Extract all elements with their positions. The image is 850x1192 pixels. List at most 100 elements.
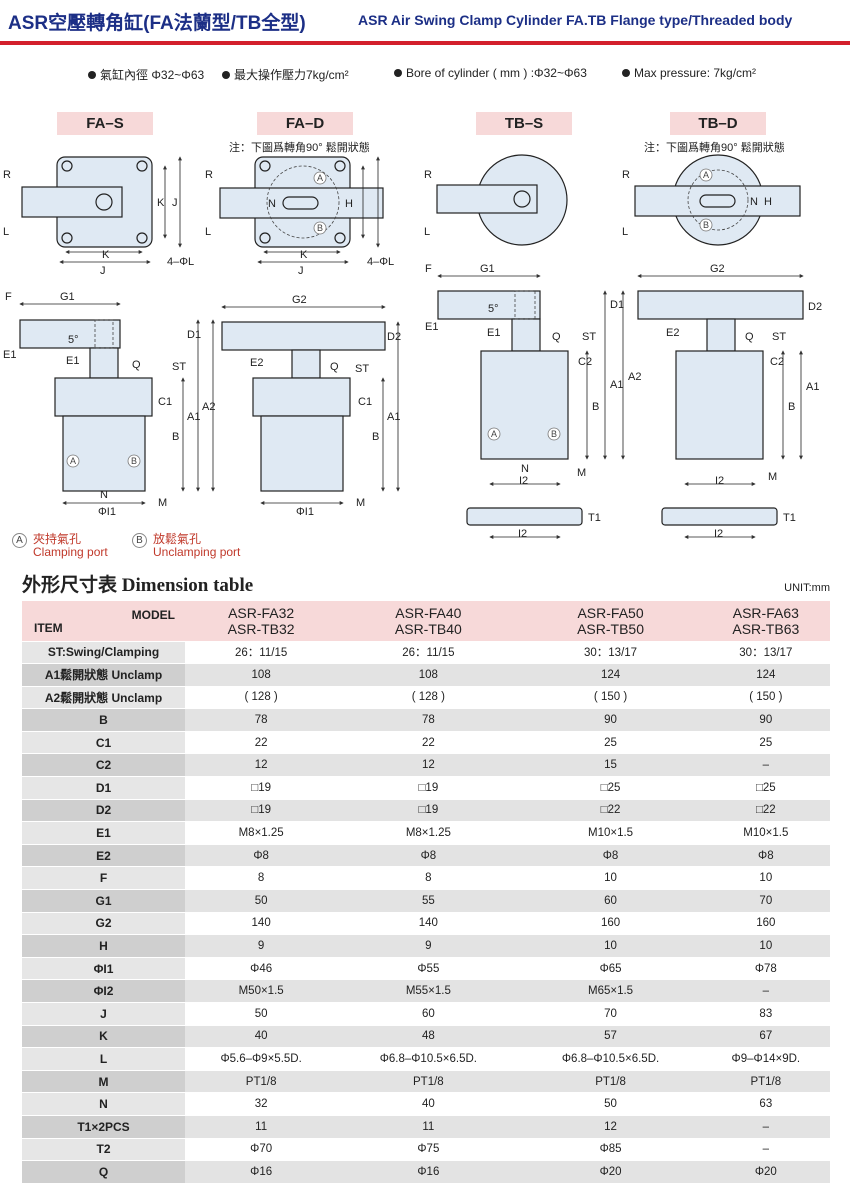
row-item-label: E2 [22,844,185,868]
table-cell: 50 [185,889,338,913]
dim-k-fa-d: K [300,249,308,261]
table-cell: 160 [701,912,830,936]
view-label-fa-d: FA–D [257,112,353,135]
table-row: D2□19□19□22□22 [22,799,830,823]
row-item-label: H [22,934,185,958]
dim-m-fa-s: M [158,497,167,509]
dim-a2-tb-s: A2 [628,371,641,383]
table-cell: 8 [337,866,520,891]
title-english: ASR Air Swing Clamp Cylinder FA.TB Flang… [358,12,793,28]
table-cell: 60 [337,1002,520,1026]
table-cell: 11 [185,1115,338,1139]
view-label-fa-s: FA–S [57,112,153,135]
row-item-label: T2 [22,1138,185,1162]
table-cell: 57 [519,1025,702,1049]
table-cell: 108 [185,663,338,687]
unclamping-port-en: Unclamping port [153,545,241,559]
model-header: MODEL [131,608,175,622]
spec-pressure-en: Max pressure: 7kg/cm² [622,66,756,80]
dim-g2-tb-d: G2 [710,263,725,275]
dim-t1-tb-d: T1 [783,512,796,524]
table-cell: 124 [519,663,702,687]
table-cell: 10 [519,866,702,891]
fa-s-side-arm [19,319,121,349]
table-cell: PT1/8 [337,1070,520,1094]
tb-d-side-arm [637,290,804,320]
port-a-tb-s: A [491,429,497,439]
row-item-label: T1×2PCS [22,1115,185,1139]
row-item-label: F [22,866,185,891]
dim-h-tb-d: H [764,196,772,208]
row-item-label: Q [22,1160,185,1184]
table-cell: M10×1.5 [519,821,702,845]
dim-r-fa-s: R [3,169,11,181]
table-cell: M10×1.5 [701,821,830,845]
row-item-label: M [22,1070,185,1094]
table-cell: 83 [701,1002,830,1026]
table-cell: M8×1.25 [337,821,520,845]
dim-n-fa-d: N [268,198,276,210]
dim-k-fa-s: K [102,249,110,261]
table-cell: – [701,1115,830,1139]
port-b-fa-d: B [317,223,323,233]
table-cell: 67 [701,1025,830,1049]
bullet-icon [222,71,230,79]
row-item-label: C1 [22,731,185,755]
table-cell: Φ9–Φ14×9D. [701,1047,830,1071]
header-rule [0,41,850,45]
table-cell: 30：13/17 [701,641,830,665]
dim-c1-fa-d: C1 [358,396,372,408]
table-cell: ( 150 ) [701,686,830,710]
table-cell: 12 [185,753,338,778]
bullet-icon [394,69,402,77]
table-cell: 70 [701,889,830,913]
dim-f-tb-s: F [425,263,432,275]
table-cell: Φ55 [337,957,520,981]
table-cell: PT1/8 [185,1070,338,1094]
row-item-label: B [22,708,185,732]
dim-a1-fa-d: A1 [387,411,400,423]
dim-b-fa-s: B [172,431,179,443]
row-item-label: L [22,1047,185,1071]
table-cell: Φ78 [701,957,830,981]
dim-j-fa-s: J [100,265,106,277]
table-cell: 40 [337,1092,520,1116]
port-b-tb-s: B [551,429,557,439]
dim-h-fa-d: H [345,198,353,210]
dim-i2-a-tb-d: I2 [715,475,724,487]
table-cell: Φ6.8–Φ10.5×6.5D. [337,1047,520,1071]
table-cell: □25 [519,776,702,800]
page-header: ASR空壓轉角缸(FA法蘭型/TB全型) ASR Air Swing Clamp… [0,0,850,46]
dim-d1-tb-s: D1 [610,299,624,311]
dim-n-tb-s: N [521,463,529,475]
port-a-tb-d: A [703,170,709,180]
table-cell: Φ8 [701,844,830,868]
table-cell: 11 [337,1115,520,1139]
row-item-label: N [22,1092,185,1116]
dim-st-tb-d: ST [772,331,786,343]
dim-a1-tb-d: A1 [806,381,819,393]
table-cell: Φ16 [337,1160,520,1184]
tb-d-side-body [675,350,764,460]
clamping-port-cn: 夾持氣孔 [33,532,82,546]
table-cell: Φ8 [185,844,338,868]
table-cell: Φ8 [337,844,520,868]
table-cell: □22 [701,799,830,823]
table-cell: PT1/8 [519,1070,702,1094]
dim-e1-a-fa-s: E1 [3,349,16,361]
table-cell: 26：11/15 [337,641,520,665]
dim-i1-fa-d: ΦI1 [296,506,314,518]
row-item-label: A2鬆開狀態 Unclamp [22,686,185,710]
fa-d-side-arm [221,321,386,351]
